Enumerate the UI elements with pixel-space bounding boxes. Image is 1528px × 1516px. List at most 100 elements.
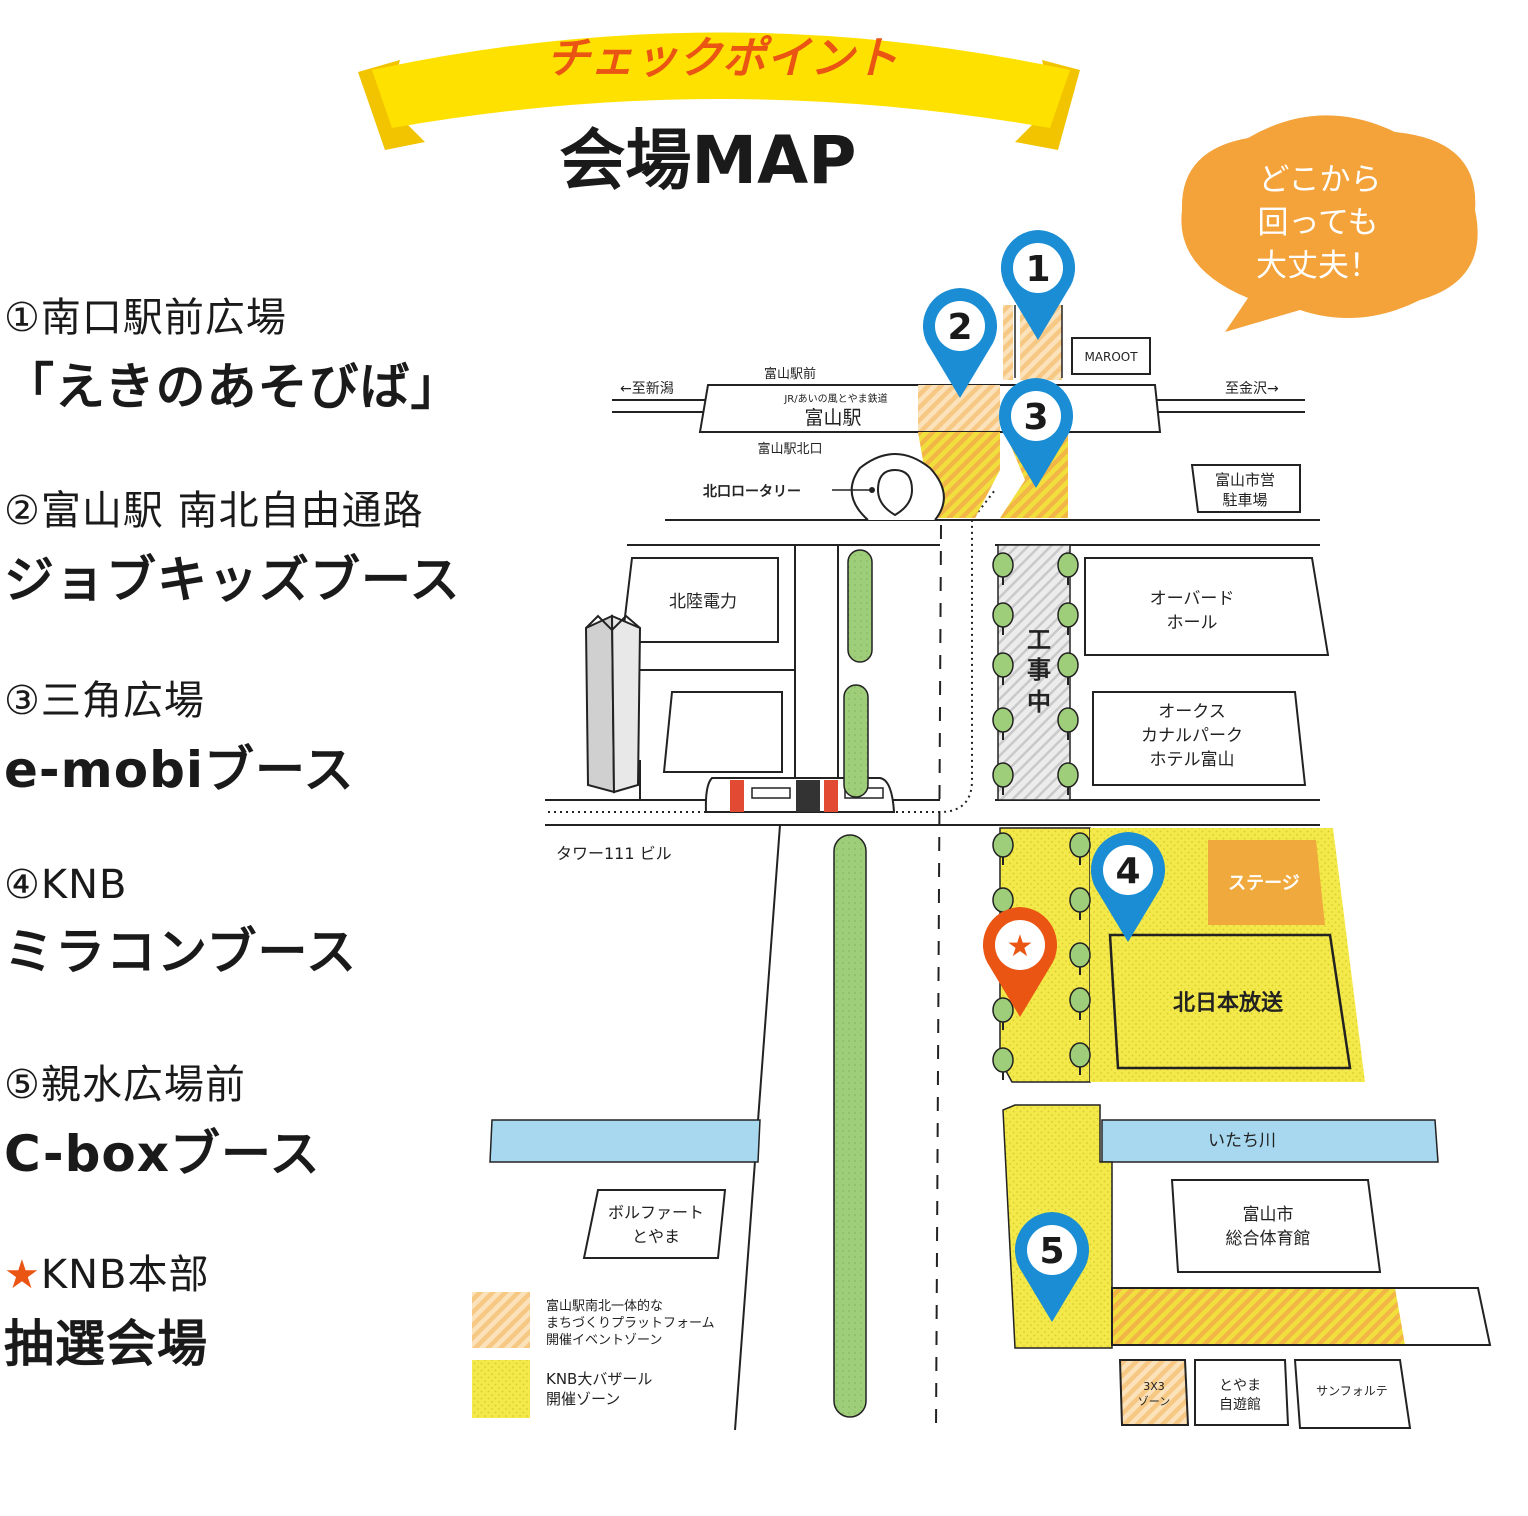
key-event-line-2: まちづくりプラットフォーム [546,1316,715,1331]
tree-icon [1069,942,1091,968]
bubble-line-1: どこから [1258,162,1381,198]
key-event-line-3: 開催イベントゾーン [546,1333,662,1348]
gym-building [1170,1179,1382,1273]
orbard-hall-building [1084,557,1330,656]
label-station: 富山駅 [804,407,861,429]
label-parking-2: 駐車場 [1222,491,1267,509]
label-gym-2: 総合体育館 [1226,1229,1311,1249]
tower-111: タワー111 ビル [556,614,672,863]
label-tower: タワー111 ビル [556,844,672,863]
stage-area [1208,840,1325,925]
jiyukan-building [1194,1359,1290,1426]
label-jiyukan-1: とやま [1219,1378,1261,1394]
legend-item-2-booth: ジョブキッズブース [4,551,461,609]
bubble-line-2: 回っても [1258,205,1379,241]
label-orbard-1: オーバード [1150,589,1235,609]
label-to-niigata: ←至新潟 [620,381,674,397]
legend-item-3: ③三角広場 e-mobiブース [4,668,355,802]
maroot-building [1071,337,1151,375]
tree-icon [992,832,1014,858]
pin-4[interactable]: 4 [1090,832,1166,942]
label-maroot: MAROOT [1084,350,1138,364]
legend-item-1-place: ①南口駅前広場 [4,295,287,341]
tree-icon [992,707,1014,733]
label-construction-2: 事 [1027,656,1051,684]
label-3x3-1: 3X3 [1143,1380,1165,1393]
pin-2[interactable]: 2 [922,288,998,398]
label-hokuriku: 北陸電力 [669,592,737,612]
tree-icon [1057,762,1079,788]
label-river: いたち川 [1208,1131,1276,1151]
okura-hotel-building [1092,691,1307,786]
bubble-line-3: 大丈夫！ [1256,248,1380,284]
hokuriku-denryoku-building [620,557,779,643]
speech-bubble: どこから 回っても 大丈夫！ [1181,115,1478,332]
key-bazaar-line-1: KNB大バザール [546,1370,652,1388]
river-left [489,1119,761,1163]
tree-strip-lower [833,834,867,1418]
zone-3x3 [1118,1359,1190,1426]
sanforte-building [1293,1359,1412,1429]
key-bazaar-swatch [472,1360,530,1418]
label-gym-1: 富山市 [1243,1205,1294,1225]
label-to-kanazawa: 至金沢→ [1225,381,1279,397]
label-okura-3: ホテル富山 [1150,750,1235,770]
page-title: 会場MAP [559,122,856,199]
tree-icon [992,762,1014,788]
key-event-zone-swatch [472,1292,530,1348]
label-railway: JR/あいの風とやま鉄道 [783,392,887,405]
star-icon: ★ [4,1252,41,1298]
legend-item-5-booth: C-boxブース [4,1125,321,1183]
legend-item-3-place: ③三角広場 [4,678,205,724]
key-bazaar-line-2: 開催ゾーン [546,1390,620,1408]
label-rotary: 北口ロータリー [703,484,801,500]
event-zone-strip [1003,305,1013,380]
tree-icon [992,552,1014,578]
tree-icon [992,1047,1014,1073]
header-ribbon: チェックポイント [358,32,1080,150]
pin-star[interactable]: ★ [982,907,1058,1017]
legend-item-2: ②富山駅 南北自由通路 ジョブキッズブース [4,478,461,612]
label-station-front: 富山駅前 [764,366,816,382]
parking-building [1190,464,1301,513]
label-sanforte: サンフォルテ [1316,1384,1388,1398]
tree-strip-upper [847,549,873,663]
label-bolfart-2: とやま [632,1227,680,1246]
pin-3[interactable]: 3 [998,378,1074,488]
label-okura-2: カナルパーク [1141,726,1243,746]
tram-track [548,489,996,813]
legend-item-star-place: KNB本部 [40,1252,210,1298]
tree-icon [992,887,1014,913]
tree-icon [1057,707,1079,733]
tree-icon [992,652,1014,678]
label-stage: ステージ [1228,873,1300,894]
label-3x3-2: ゾーン [1138,1395,1170,1408]
pin-5[interactable]: 5 [1014,1212,1090,1322]
legend-item-1-booth: 「えきのあそびば」 [4,358,462,416]
tree-icon [1069,1042,1091,1068]
ribbon-text: チェックポイント [546,34,898,83]
label-bolfart-1: ボルファート [608,1203,704,1222]
pin-1[interactable]: 1 [1000,230,1076,340]
tree-icon [1057,652,1079,678]
legend-item-2-place: ②富山駅 南北自由通路 [4,488,424,534]
legend-item-4-place: ④KNB [4,862,128,908]
pin-2-label: 2 [947,307,972,348]
legend-item-4: ④KNB ミラコンブース [4,862,357,984]
bolfart-building [582,1189,727,1259]
legend-item-3-booth: e-mobiブース [4,741,355,799]
label-jiyukan-2: 自遊館 [1219,1396,1261,1413]
north-rotary: 北口ロータリー [703,453,945,521]
tree-icon [1057,602,1079,628]
event-zone-south-gym [1112,1288,1405,1345]
tree-icon [1069,887,1091,913]
tree-icons [992,552,1091,1080]
legend-item-4-booth: ミラコンブース [4,923,357,981]
legend-item-5: ⑤親水広場前 C-boxブース [4,1052,321,1186]
legend-item-1: ①南口駅前広場 「えきのあそびば」 [4,285,462,419]
legend-item-5-place: ⑤親水広場前 [4,1062,246,1108]
label-construction-3: 中 [1027,688,1051,716]
legend-item-star-booth: 抽選会場 [4,1315,208,1373]
